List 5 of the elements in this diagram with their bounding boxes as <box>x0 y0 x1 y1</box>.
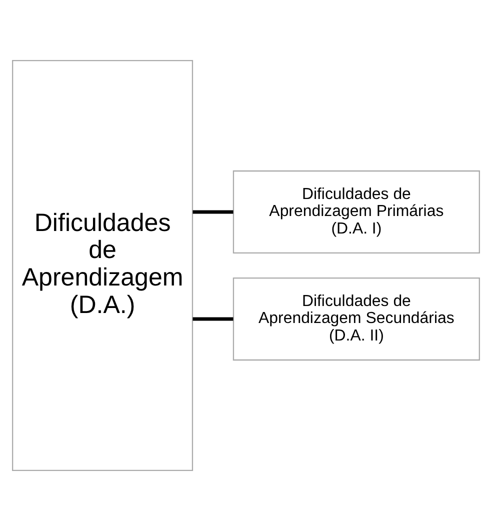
connector <box>192 316 234 320</box>
node-box: Dificuldades de Aprendizagem Secundárias (D.A. II) <box>232 276 480 360</box>
node-box: Dificuldades de Aprendizagem Primárias (D.A. I) <box>232 170 480 254</box>
node-box: Dificuldades de Aprendizagem (D.A.) <box>12 59 194 471</box>
connector <box>192 210 234 214</box>
